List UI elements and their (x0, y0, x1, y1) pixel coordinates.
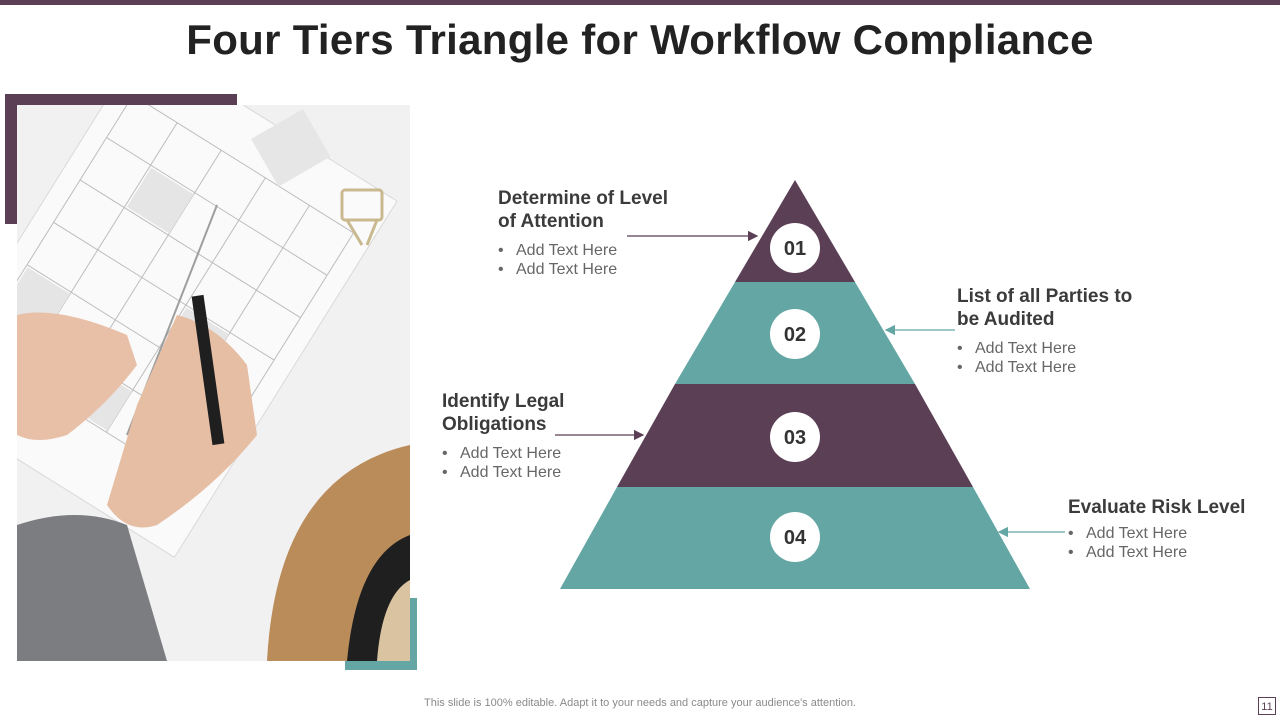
tier-3-text-block: Identify Legal Obligations Add Text Here… (442, 390, 564, 482)
bullet-item: Add Text Here (957, 358, 1132, 377)
tier-4-bullets: Add Text Here Add Text Here (1068, 524, 1245, 562)
bullet-item: Add Text Here (442, 444, 564, 463)
footer-note: This slide is 100% editable. Adapt it to… (424, 697, 856, 709)
bullet-item: Add Text Here (1068, 543, 1245, 562)
tier-3-number: 03 (784, 427, 806, 449)
page-number: 11 (1258, 697, 1276, 715)
bullet-item: Add Text Here (957, 339, 1132, 358)
tier-3-bullets: Add Text Here Add Text Here (442, 444, 564, 482)
tier-4-number: 04 (784, 527, 807, 549)
tier-3-badge (770, 412, 820, 462)
bullet-item: Add Text Here (498, 260, 668, 279)
photo-frame-accent-top (5, 94, 237, 105)
tier-1-bullets: Add Text Here Add Text Here (498, 241, 668, 279)
tier-pyramid: 01 02 03 04 (560, 180, 1030, 589)
tier-1-number: 01 (784, 238, 806, 260)
photo-frame-accent-left (5, 94, 17, 224)
tier-3-heading: Identify Legal Obligations (442, 391, 565, 435)
tier-2-text-block: List of all Parties to be Audited Add Te… (957, 285, 1132, 377)
tier-4-text-block: Evaluate Risk Level Add Text Here Add Te… (1068, 496, 1245, 562)
tier-2-number: 02 (784, 324, 806, 346)
slide-title: Four Tiers Triangle for Workflow Complia… (186, 16, 1094, 63)
top-accent-bar (0, 0, 1280, 5)
tier-2-bullets: Add Text Here Add Text Here (957, 339, 1132, 377)
bullet-item: Add Text Here (442, 463, 564, 482)
bullet-item: Add Text Here (1068, 524, 1245, 543)
tier-1-heading: Determine of Level of Attention (498, 188, 668, 232)
desk-planner-photo (17, 105, 410, 661)
bullet-item: Add Text Here (498, 241, 668, 260)
tier-2-badge (770, 309, 820, 359)
tier-1-badge (770, 223, 820, 273)
tier-4-heading: Evaluate Risk Level (1068, 497, 1246, 518)
tier-1-text-block: Determine of Level of Attention Add Text… (498, 187, 668, 279)
tier-4-badge (770, 512, 820, 562)
tier-2-heading: List of all Parties to be Audited (957, 286, 1133, 330)
